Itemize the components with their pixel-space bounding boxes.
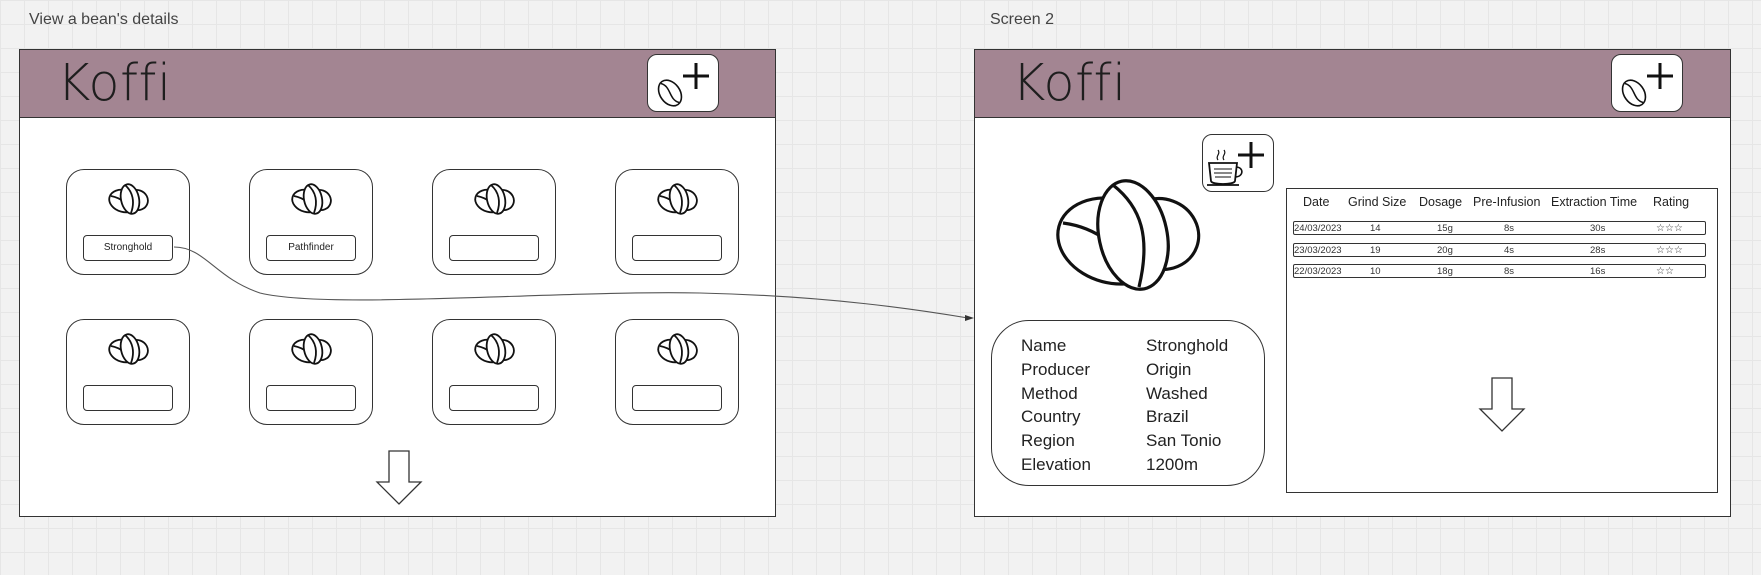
coffee-bean-icon <box>291 183 332 215</box>
bean-card[interactable]: Pathfinder <box>249 169 373 275</box>
bean-card[interactable] <box>432 319 556 425</box>
detail-label: Elevation <box>1021 455 1091 474</box>
coffee-bean-icon <box>474 333 515 365</box>
brew-cell: 15g <box>1437 223 1453 234</box>
brew-column-header: Grind Size <box>1348 195 1407 209</box>
detail-row: Region San Tonio <box>992 431 1264 455</box>
bean-card[interactable] <box>66 319 190 425</box>
frame-label-screen-2: Screen 2 <box>990 11 1055 28</box>
app-header: Koffi <box>20 50 775 118</box>
detail-value: San Tonio <box>1146 431 1222 451</box>
brew-cell: 8s <box>1504 223 1515 234</box>
brew-row[interactable]: 24/03/2023 14 15g 8s 30s ☆☆☆ <box>1293 221 1706 235</box>
coffee-bean-icon <box>291 333 332 365</box>
bean-card[interactable] <box>432 169 556 275</box>
coffee-bean-icon <box>108 183 149 215</box>
brew-row[interactable]: 22/03/2023 10 18g 8s 16s ☆☆ <box>1293 264 1706 278</box>
brew-cell: 10 <box>1370 266 1381 277</box>
bean-card[interactable]: Stronghold <box>66 169 190 275</box>
app-header: Koffi <box>975 50 1730 118</box>
frame-label-bean-list: View a bean's details <box>29 11 179 28</box>
detail-row: Producer Origin <box>992 360 1264 384</box>
bean-name-label <box>266 385 356 411</box>
brew-column-header: Date <box>1303 195 1330 209</box>
brew-cell: 28s <box>1590 244 1606 256</box>
coffee-bean-icon <box>657 333 698 365</box>
bean-list-screen: Koffi Stronghold Pathfinder <box>19 49 776 517</box>
brew-cell: 14 <box>1370 223 1381 234</box>
app-title: Koffi <box>1012 54 1127 113</box>
down-arrow-icon[interactable] <box>375 450 423 506</box>
rating-stars: ☆☆☆ <box>1656 223 1683 234</box>
brew-history-panel: Date Grind Size Dosage Pre-Infusion Extracti… <box>1286 188 1718 493</box>
brew-cell: 23/03/2023 <box>1294 244 1342 256</box>
add-brew-button[interactable] <box>1202 134 1274 192</box>
brew-cell: 16s <box>1590 266 1606 277</box>
bean-card[interactable] <box>615 169 739 275</box>
coffee-bean-image <box>1056 179 1201 291</box>
bean-name-label <box>449 235 539 261</box>
down-arrow-icon[interactable] <box>1478 377 1526 433</box>
detail-row: Name Stronghold <box>992 336 1264 360</box>
detail-value: Washed <box>1146 383 1208 403</box>
add-bean-icon <box>1621 63 1673 107</box>
brew-cell: 19 <box>1370 244 1381 256</box>
coffee-bean-icon <box>108 333 149 365</box>
detail-value: Origin <box>1146 359 1192 379</box>
bean-name-label: Pathfinder <box>266 235 356 261</box>
add-bean-button[interactable] <box>1611 54 1683 112</box>
brew-column-header: Pre-Infusion <box>1473 195 1541 209</box>
brew-cell: 24/03/2023 <box>1294 223 1342 234</box>
brew-cell: 22/03/2023 <box>1294 266 1342 277</box>
add-brew-icon <box>1207 142 1264 186</box>
bean-card[interactable] <box>615 319 739 425</box>
brew-column-header: Dosage <box>1419 195 1463 209</box>
app-title: Koffi <box>57 54 172 113</box>
detail-value: Stronghold <box>1146 336 1229 355</box>
brew-column-header: Extraction Time <box>1551 195 1638 209</box>
coffee-bean-icon <box>474 183 515 215</box>
detail-label: Region <box>1021 431 1075 451</box>
detail-label: Producer <box>1021 359 1090 379</box>
bean-name-label: Stronghold <box>83 235 173 261</box>
detail-row: Country Brazil <box>992 407 1264 431</box>
brew-cell: 20g <box>1437 244 1453 256</box>
detail-value: Brazil <box>1146 407 1189 427</box>
detail-row: Elevation 1200m <box>992 455 1264 479</box>
brew-cell: 30s <box>1590 223 1606 234</box>
brew-cell: 4s <box>1504 244 1515 256</box>
bean-card[interactable] <box>249 319 373 425</box>
brew-cell: 18g <box>1437 266 1453 277</box>
brew-column-header: Rating <box>1653 195 1690 209</box>
rating-stars: ☆☆ <box>1656 266 1674 277</box>
bean-name-label <box>83 385 173 411</box>
detail-label: Name <box>1021 336 1067 355</box>
detail-value: 1200m <box>1146 455 1198 474</box>
bean-name-label <box>632 385 722 411</box>
bean-name-label <box>632 235 722 261</box>
detail-row: Method Washed <box>992 384 1264 408</box>
brew-row[interactable]: 23/03/2023 19 20g 4s 28s ☆☆☆ <box>1293 242 1706 257</box>
bean-detail-screen: Koffi <box>974 49 1731 517</box>
brew-cell: 8s <box>1504 266 1515 277</box>
rating-stars: ☆☆☆ <box>1656 244 1683 256</box>
add-bean-button[interactable] <box>647 54 719 112</box>
detail-label: Country <box>1021 407 1081 427</box>
detail-label: Method <box>1021 383 1078 403</box>
coffee-bean-icon <box>657 183 698 215</box>
bean-name-label <box>449 385 539 411</box>
add-bean-icon <box>657 63 709 107</box>
